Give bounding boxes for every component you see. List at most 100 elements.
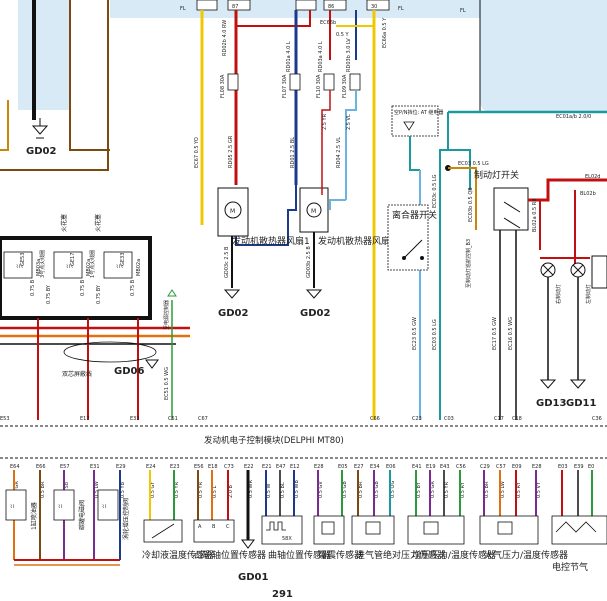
ecm-pin: E56	[194, 464, 204, 470]
ecm-wire-gauge: 0.5 YR	[174, 481, 180, 498]
spark-plug-label-1: 火花塞	[60, 214, 68, 232]
ground-gd11: GD11	[566, 379, 596, 409]
baro-sensor: 大气压力/温度传感器	[479, 515, 568, 561]
ecm-wire-gauge: 0.5 RY	[460, 481, 466, 498]
ref-c67: C67	[198, 416, 208, 422]
svg-text:左制动灯: 左制动灯	[585, 284, 592, 304]
coil-wire-d: 0.75 BY	[46, 284, 52, 304]
ecm-pin: E19	[426, 464, 436, 470]
svg-text:涡轮增压控制阀: 涡轮增压控制阀	[122, 498, 130, 540]
ecm-pin: E47	[276, 464, 286, 470]
ecm-wire-gauge: 0.5 VY	[536, 481, 542, 498]
svg-text:右制动灯: 右制动灯	[555, 284, 562, 304]
svg-text:GE17: GE17	[70, 253, 76, 266]
relay-box-right	[480, 0, 607, 112]
ecm-pin: E23	[170, 464, 180, 470]
clutch-switch: 离合器开关	[387, 204, 437, 271]
ecm-pin: E43	[440, 464, 450, 470]
ec66b-label: EC66b	[320, 20, 336, 26]
ref-e33: E33	[130, 416, 140, 422]
wire-label-c: RD03a 4.0 L	[318, 41, 324, 72]
gd02-label: GD02	[26, 146, 56, 157]
power-controller-label: 至电源控制器	[163, 300, 170, 330]
fan-motor-1: M 发动机散热器风扇1 GD03c 2.5 B	[217, 185, 310, 288]
svg-text:大气压力/温度传感器: 大气压力/温度传感器	[484, 549, 568, 561]
coil-wire-c: 0.75 B	[130, 279, 136, 296]
ecm-pin: E28	[532, 464, 542, 470]
ignition-coil-1-label: 1号点火线圈	[89, 250, 96, 278]
lamp-box	[591, 255, 607, 289]
ground-gd06: GD06	[114, 359, 159, 377]
ground-gd02-fan1: GD02	[218, 289, 248, 319]
mid-wire-a: EC23 0.5 GW	[412, 317, 418, 350]
ecm-wire-gauge: 0.5 YB	[120, 481, 126, 498]
shield-oval	[63, 341, 157, 363]
fan1-ground-wire: GD03c 2.5 B	[224, 246, 230, 278]
ecm-pin: E57	[60, 464, 70, 470]
el02d-label: EL02d	[585, 174, 600, 180]
ecm-wire-gauge: 0.5 L	[212, 485, 218, 498]
svg-text:M: M	[230, 208, 235, 215]
svg-text:FL09 30A: FL09 30A	[342, 74, 348, 98]
ground-gd01: GD01	[238, 539, 268, 583]
svg-text:GD02: GD02	[218, 308, 248, 319]
ecm-wire-gauge: 0.5 GB	[342, 481, 348, 498]
svg-text:FL08 30A: FL08 30A	[220, 74, 226, 98]
ecm-pin: E41	[412, 464, 422, 470]
ecm-wire-gauge: 0.5 RY	[516, 481, 522, 498]
fan2-ground-wire: GD03b 2.5 B	[306, 246, 312, 278]
ecm-pin: E06	[386, 464, 396, 470]
coil-harness	[0, 236, 152, 320]
cruise-label: 至制动灯巡航控制_B3	[465, 239, 472, 288]
ecm-pin: E24	[146, 464, 156, 470]
svg-text:C: C	[226, 524, 230, 530]
relay-86b	[323, 0, 347, 11]
ecm-pin: E0	[588, 464, 594, 470]
ecm-pin: E21	[262, 464, 272, 470]
turbo-control-valve: ⌇⌇ 涡轮增压控制阀	[97, 489, 130, 540]
fan2-top-a: 2.5 YR	[322, 113, 328, 130]
ref-c03: C03	[444, 416, 454, 422]
ecm-pin: C56	[456, 464, 466, 470]
ref-e53: E53	[0, 416, 10, 422]
coil-wire-e: 0.75 BY	[96, 284, 102, 304]
svg-text:空P/N挡位: AT 继电器: 空P/N挡位: AT 继电器	[394, 109, 443, 116]
brake-switch-label: 制动灯开关	[474, 169, 519, 181]
injector-1: ⌇⌇ 1缸喷油器	[5, 489, 38, 530]
cam-position-sensor: A B C 凸轮轴位置传感器	[193, 519, 266, 561]
brake-wire-b: EC03c 0.5 LG	[432, 174, 438, 208]
svg-text:电控节气: 电控节气	[552, 561, 588, 573]
ref-c17: C17	[494, 416, 504, 422]
ecm-pin: E05	[338, 464, 348, 470]
coil-1: ⌇⌇⌇ GE53 MB03a	[3, 251, 42, 279]
relay-30	[366, 0, 390, 11]
svg-text:冷却液温度传感器: 冷却液温度传感器	[142, 549, 214, 561]
svg-text:曲轴位置传感器: 曲轴位置传感器	[268, 549, 331, 561]
coil-2: ⌇⌇⌇ GE17 MB02a	[53, 251, 92, 279]
svg-text:碳罐电磁阀: 碳罐电磁阀	[78, 500, 86, 530]
ecm-wire-gauge: 0.5 BL	[280, 482, 286, 498]
ecm-wire-gauge: 0.5 GR	[430, 481, 436, 498]
brake-lamp-left: 左制动灯	[570, 262, 592, 304]
coil-3: ⌇⌇⌇ GE33 MB02a	[103, 251, 142, 279]
ec01-label: EC01a/b 2.0/0	[556, 114, 591, 120]
ecm-wire-gauge: 0.5 BR	[484, 481, 490, 498]
pn-switch: 空P/N挡位: AT 继电器	[391, 105, 443, 137]
svg-text:⌇⌇: ⌇⌇	[10, 504, 15, 510]
coolant-temp-sensor: 冷却液温度传感器	[142, 519, 214, 561]
ecm-wire-gauge: 0.5 GV	[318, 481, 324, 498]
relay-87	[227, 0, 251, 11]
coil-wire-a: 0.75 B	[30, 279, 36, 296]
svg-text:MB02a: MB02a	[136, 259, 142, 276]
wire-label-d: RD03b 3.0 LV	[346, 38, 352, 72]
ref-c23: C23	[412, 416, 422, 422]
ecm-wire-gauge: 0.5 OG	[390, 481, 396, 498]
ignition-coil-3-label: 3号点火线圈	[39, 250, 46, 278]
svg-text:⌇⌇: ⌇⌇	[58, 504, 63, 510]
ecm-wire-gauge: 0.5 LW	[94, 481, 100, 498]
ec66a-label: EC66a 0.5 Y	[382, 17, 388, 48]
svg-text:FL10 30A: FL10 30A	[316, 74, 322, 98]
boost-pressure-sensor: 增压压力/温度传感器	[407, 515, 496, 561]
fl-side-label: FL	[460, 8, 466, 14]
